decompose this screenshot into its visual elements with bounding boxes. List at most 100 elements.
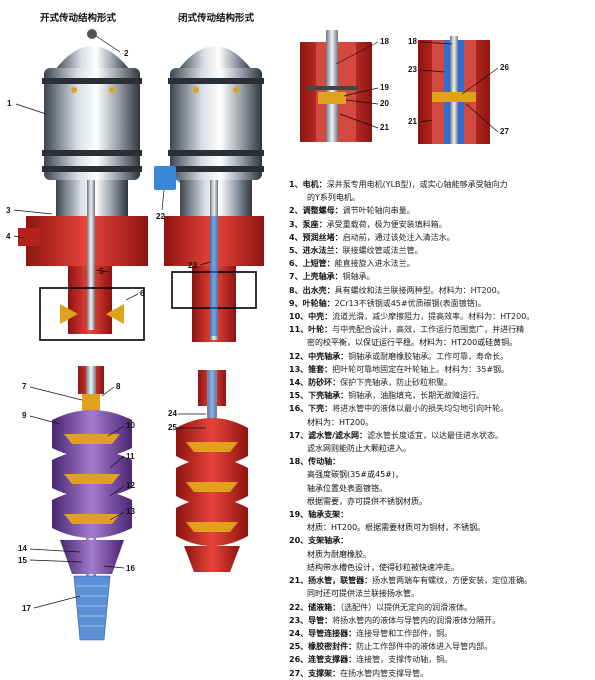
- legend-number: 9、: [289, 298, 303, 308]
- legend-item: 16、下壳：将进水管中的液体以最小的损失均匀地引向叶轮。: [289, 402, 589, 415]
- callout-16: 16: [126, 564, 135, 573]
- legend-number: 15、: [289, 391, 309, 401]
- callout-20: 20: [380, 99, 389, 108]
- legend-number: 3、: [289, 219, 303, 229]
- legend-description: 在扬水管内管支撑导管。: [340, 668, 429, 678]
- legend-description: 深井泵专用电机(YLB型)，或实心轴能够承受轴向力: [326, 180, 508, 189]
- detail-box-left: [39, 287, 145, 341]
- legend-item: 23、导管：将扬水管内的液体与导管内的润滑液体分隔开。: [289, 614, 589, 627]
- callout-2: 2: [124, 49, 129, 58]
- callout-17: 17: [22, 604, 31, 613]
- legend-number: 20、: [289, 536, 309, 546]
- callout-18-open: 18: [380, 37, 389, 46]
- legend-item: 10、中壳：流道光滑，减少摩擦阻力，提高效率。材料为：HT200。: [289, 310, 589, 323]
- legend-number: 6、: [289, 259, 303, 269]
- legend-number: 1、: [289, 180, 303, 189]
- legend-part-name: 中壳轴承：: [308, 351, 349, 361]
- callout-7: 7: [22, 382, 27, 391]
- legend-number: 12、: [289, 351, 309, 361]
- callout-1: 1: [7, 99, 12, 108]
- callout-21-open: 21: [380, 123, 389, 132]
- callout-3: 3: [6, 206, 11, 215]
- legend-description-continued: 材质：HT200。根据需要材质可为铜材，不锈钢。: [307, 523, 486, 533]
- callout-15: 15: [18, 556, 27, 565]
- legend-number: 22、: [289, 602, 309, 612]
- legend-number: 19、: [289, 510, 309, 520]
- legend-description: 防止工作部件中的液体进入导管内部。: [356, 642, 493, 652]
- legend-number: 24、: [289, 628, 309, 638]
- legend-part-name: 导管：: [308, 615, 333, 625]
- strainer: [73, 575, 111, 641]
- legend-description: 承受重载荷，极为便安装填料箱。: [326, 219, 447, 229]
- legend-part-name: 支撑架：: [308, 668, 341, 678]
- legend-item: 1、电机：深井泵专用电机(YLB型)，或实心轴能够承受轴向力: [289, 178, 589, 191]
- suction-bell: [60, 540, 124, 574]
- legend-part-name: 下壳轴承：: [308, 391, 349, 401]
- callout-25: 25: [168, 423, 177, 432]
- legend-item: 27、支撑架：在扬水管内管支撑导管。: [289, 667, 589, 680]
- legend-description: 具有螺纹和法兰联接两种型。材料为：HT200。: [334, 285, 505, 295]
- callout-26: 26: [500, 63, 509, 72]
- callout-5: 5: [99, 267, 104, 276]
- legend-description-continued: 根据需要，亦可提供不锈钢材质。: [307, 496, 427, 506]
- legend-part-name: 传动轴：: [308, 457, 341, 467]
- legend-item: 8、出水壳：具有螺纹和法兰联接两种型。材料为：HT200。: [289, 284, 589, 297]
- legend-part-name: 进水法兰：: [302, 246, 343, 256]
- callout-19: 19: [380, 83, 389, 92]
- legend-description: 启动前，通过该处注入清洁水。: [342, 232, 455, 242]
- legend-part-name: 橡胶密封件：: [308, 642, 357, 652]
- callout-27: 27: [500, 127, 509, 136]
- legend-description: 扬水管两端车有螺纹，方便安装，定位准确。: [372, 576, 533, 586]
- legend-description-continued: 轴承位置处表面镀铬。: [307, 483, 387, 493]
- callout-11: 11: [126, 452, 135, 461]
- legend-description-continued: 材料为：HT200。: [307, 417, 374, 427]
- callout-4: 4: [6, 232, 11, 241]
- legend-part-name: 上短管：: [302, 259, 335, 269]
- oil-tank: [154, 166, 176, 190]
- legend-number: 13、: [289, 364, 309, 374]
- pump-structure-diagram: 1 2 3 4 5 6 7 8 9 10 11 12 13 14 15 16 1…: [6, 29, 509, 641]
- legend-number: 7、: [289, 272, 303, 282]
- legend-part-name: 滤水管/滤水网：: [308, 430, 368, 440]
- callout-13: 13: [126, 507, 135, 516]
- legend-item: 24、导管连接器：连接导管和工作部件，铜。: [289, 627, 589, 640]
- legend-part-name: 预润丝堵：: [302, 232, 343, 242]
- legend-item: 26、连管支撑器：连接管，支撑传动轴，铜。: [289, 653, 589, 666]
- leader-lines: [13, 35, 499, 609]
- callout-23-closed: 23: [408, 65, 417, 74]
- legend-number: 18、: [289, 457, 309, 467]
- callout-18-closed: 18: [408, 37, 417, 46]
- legend-part-name: 导管连接器：: [308, 628, 357, 638]
- legend-item: 11、叶轮：与中壳配合设计，高效，工作运行范围宽广，并进行精: [289, 323, 589, 336]
- legend-item: 3、泵座：承受重载荷，极为便安装填料箱。: [289, 218, 589, 231]
- legend-description: 将进水管中的液体以最小的损失均匀地引向叶轮。: [332, 404, 509, 414]
- legend-number: 5、: [289, 246, 303, 256]
- legend-number: 8、: [289, 285, 303, 295]
- callout-9: 9: [22, 411, 27, 420]
- callout-10: 10: [126, 421, 135, 430]
- legend-part-name: 叶轮轴：: [302, 298, 335, 308]
- legend-part-name: 扬水管，联管器：: [308, 576, 373, 586]
- legend-item: 19、轴承支架：: [289, 508, 589, 521]
- legend-description-continued: 滤水网则能防止大颗粒进入。: [307, 444, 411, 454]
- legend-description: 连接导管和工作部件，铜。: [356, 628, 453, 638]
- callout-24: 24: [168, 409, 177, 418]
- legend-part-name: 锥套：: [308, 364, 333, 374]
- legend-item: 21、扬水管，联管器：扬水管两端车有螺纹，方便安装，定位准确。: [289, 574, 589, 587]
- legend-item: 25、橡胶密封件：防止工作部件中的液体进入导管内部。: [289, 640, 589, 653]
- legend-number: 25、: [289, 642, 309, 652]
- detail-view-closed: [418, 36, 490, 144]
- legend-description: 滤水管长度适宜，以达最佳进水状态。: [367, 430, 504, 440]
- callout-numbers: 1 2 3 4 5 6 7 8 9 10 11 12 13 14 15 16 1…: [6, 37, 509, 613]
- legend-item: 6、上短管：能直接旋入进水法兰。: [289, 257, 589, 270]
- legend-number: 14、: [289, 378, 309, 388]
- legend-item: 18、传动轴：: [289, 455, 589, 468]
- legend-number: 11、: [289, 325, 309, 335]
- legend-part-name: 电机：: [302, 180, 327, 189]
- legend-description: 能直接旋入进水法兰。: [334, 259, 415, 269]
- legend-part-name: 上壳轴承：: [302, 272, 343, 282]
- legend-number: 27、: [289, 668, 309, 678]
- callout-21-closed: 21: [408, 117, 417, 126]
- callout-14: 14: [18, 544, 27, 553]
- legend-part-name: 下壳：: [308, 404, 333, 414]
